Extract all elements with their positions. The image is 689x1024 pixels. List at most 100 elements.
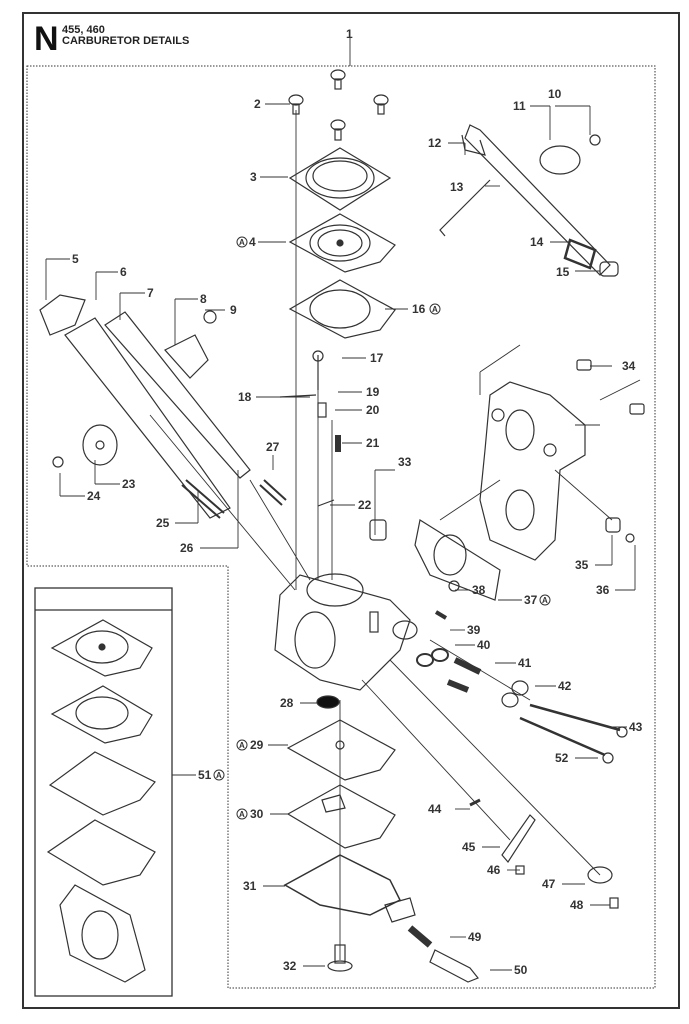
callout-10: 10 <box>548 87 562 101</box>
callout-16: 16 A <box>412 302 441 316</box>
callout-43: 43 <box>629 720 643 734</box>
callout-32: 32 <box>283 959 297 973</box>
callout-28: 28 <box>280 696 294 710</box>
callout-21: 21 <box>366 436 380 450</box>
screw-icon <box>330 119 346 141</box>
callout-11: 11 <box>513 99 526 113</box>
callout-42: 42 <box>558 679 572 693</box>
callout-9: 9 <box>230 303 237 317</box>
callout-49: 49 <box>468 930 482 944</box>
idle-spring-part <box>407 925 433 948</box>
diagram-title: CARBURETOR DETAILS <box>62 35 190 47</box>
model-numbers: 455, 460 <box>62 24 105 36</box>
screw-icon <box>288 94 304 115</box>
metering-diaphragm-part <box>286 719 396 781</box>
callout-48: 48 <box>570 898 584 912</box>
callout-44: 44 <box>428 802 442 816</box>
callout-40: 40 <box>477 638 491 652</box>
callout-7: 7 <box>147 286 154 300</box>
callout-29: A 29 <box>236 738 264 752</box>
screw-icon <box>576 359 592 371</box>
callout-14: 14 <box>530 235 544 249</box>
flange-gasket-part <box>414 519 501 601</box>
callout-20: 20 <box>366 403 380 417</box>
callout-26: 26 <box>180 541 194 555</box>
callout-34: 34 <box>622 359 636 373</box>
screw-icon <box>327 944 353 972</box>
pump-diaphragm-part <box>288 213 396 273</box>
kit-marker: A <box>216 771 222 780</box>
kit-flange-gasket <box>59 884 146 983</box>
callout-37: 37 A <box>524 593 551 607</box>
screw-icon <box>629 403 645 415</box>
callout-22: 22 <box>358 498 372 512</box>
page-frame <box>22 12 680 1009</box>
callout-23: 23 <box>122 477 136 491</box>
callout-41: 41 <box>518 656 532 670</box>
assembly-boundary <box>26 65 656 989</box>
callout-19: 19 <box>366 385 380 399</box>
spring-part <box>181 435 341 519</box>
callout-number: 4 <box>249 235 256 249</box>
kit-box <box>34 587 173 997</box>
callout-18: 18 <box>238 390 252 404</box>
carburetor-body-part <box>274 573 418 691</box>
callout-30: A 30 <box>236 807 264 821</box>
needle-part <box>279 350 335 507</box>
throttle-shaft-part <box>439 124 619 277</box>
callout-51: 51 A <box>198 768 225 782</box>
callout-number: 37 <box>524 593 538 607</box>
callout-12: 12 <box>428 136 442 150</box>
kit-metering-gasket <box>46 819 156 886</box>
choke-shaft-part <box>39 294 251 519</box>
callout-47: 47 <box>542 877 556 891</box>
callout-24: 24 <box>87 489 101 503</box>
callout-52: 52 <box>555 751 569 765</box>
callout-39: 39 <box>467 623 481 637</box>
callout-27: 27 <box>266 440 280 454</box>
metering-cover-part <box>283 854 416 923</box>
callout-25: 25 <box>156 516 170 530</box>
filter-screen-part <box>316 695 340 709</box>
idle-screw-part <box>429 949 479 983</box>
callout-45: 45 <box>462 840 476 854</box>
intake-flange-part <box>479 359 645 561</box>
callout-2: 2 <box>254 97 261 111</box>
callout-8: 8 <box>200 292 207 306</box>
callout-31: 31 <box>243 879 257 893</box>
callout-number: 16 <box>412 302 426 316</box>
callout-46: 46 <box>487 863 501 877</box>
callout-15: 15 <box>556 265 570 279</box>
callout-35: 35 <box>575 558 589 572</box>
callout-6: 6 <box>120 265 127 279</box>
leader-lines <box>45 38 641 971</box>
kit-metering-diaphragm <box>48 751 156 816</box>
callout-50: 50 <box>514 963 528 977</box>
callout-17: 17 <box>370 351 384 365</box>
pump-cover-part <box>288 147 392 211</box>
callout-33: 33 <box>398 455 412 469</box>
callout-38: 38 <box>472 583 486 597</box>
callout-5: 5 <box>72 252 79 266</box>
callout-13: 13 <box>450 180 464 194</box>
kit-marker: A <box>542 596 548 605</box>
kit-marker: A <box>239 810 245 819</box>
callout-number: 30 <box>250 807 264 821</box>
plug-part <box>369 519 387 541</box>
callout-3: 3 <box>250 170 257 184</box>
kit-gasket <box>50 685 153 744</box>
kit-diaphragm <box>50 619 153 677</box>
kit-marker: A <box>239 238 245 247</box>
callout-number: 51 <box>198 768 212 782</box>
callout-number: 29 <box>250 738 264 752</box>
callout-36: 36 <box>596 583 610 597</box>
kit-marker: A <box>239 741 245 750</box>
adjusting-needle-part <box>416 580 628 764</box>
screw-icon <box>330 69 346 90</box>
metering-gasket-part <box>286 784 396 849</box>
kit-marker: A <box>432 305 438 314</box>
shaft-detent-part <box>469 798 619 909</box>
